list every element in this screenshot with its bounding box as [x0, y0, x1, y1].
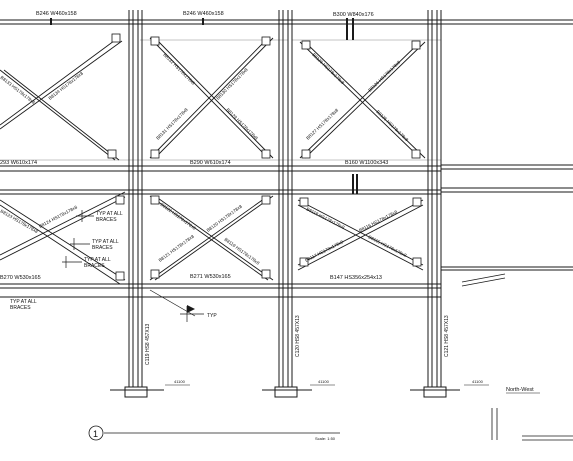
- beam-labels: B246 W460x158 B246 W460x158 B300 W840x17…: [0, 11, 388, 281]
- note-typ-line1: TYP AT ALL: [84, 257, 111, 263]
- beam-label-mid-2: B290 W610x174: [190, 160, 231, 166]
- brace-label: B8133 HS178x178x8: [0, 75, 36, 105]
- base-plates: [110, 386, 460, 398]
- note-typ: TYP: [207, 313, 217, 319]
- elevation-label: 41100: [318, 379, 330, 384]
- beam-label-mid-1: 293 W610x174: [0, 160, 37, 166]
- column-label-1: C119 HS8 457X13: [145, 323, 151, 365]
- notes: TYP AT ALL BRACES TYP AT ALL BRACES TYP …: [10, 211, 217, 319]
- brace-label: B8125 HS178x178x8: [375, 109, 409, 142]
- brace-label: B8132 HS178x178x8: [162, 52, 196, 86]
- brace-label: B8120 HS178x178x8: [206, 203, 244, 232]
- beam-stiffeners: [50, 18, 358, 194]
- beam-label-top-2: B246 W460x158: [183, 11, 224, 17]
- view-scale: Scale: 1:50: [315, 436, 336, 441]
- view-number: 1: [93, 429, 98, 439]
- beam-label-low-2: B271 W530x165: [190, 274, 231, 280]
- beam-label-low-3: B147 HS356x254x13: [330, 275, 382, 281]
- brace-label: B8128 HS178x178x8: [311, 52, 345, 85]
- column-label-3: C121 HS8 457X13: [444, 315, 450, 357]
- note-typ-line2: BRACES: [84, 263, 105, 269]
- column-labels: C119 HS8 457X13 C120 HS8 457X13 C121 HS8…: [145, 315, 450, 365]
- beam-lines: [0, 19, 573, 298]
- brace-label: B8117 HS178x178x8: [304, 239, 344, 263]
- lower-brace-labels: B8124 HS178x178x8 B8123 HS178x178x8 B812…: [0, 202, 408, 266]
- brace-label: B8118 HS178x178x8: [306, 206, 346, 230]
- beam-label-mid-3: B160 W1100x343: [345, 160, 388, 166]
- note-typ-line2: BRACES: [10, 305, 31, 311]
- brace-label: B8129 HS178x178x8: [225, 107, 259, 141]
- beam-label-low-1: B270 W530x165: [0, 275, 41, 281]
- upper-braces: [0, 37, 426, 161]
- right-side-details: [461, 273, 573, 441]
- note-typ-line1: TYP AT ALL: [10, 299, 37, 305]
- columns: [128, 10, 442, 395]
- brace-label: B8126 HS178x178x8: [367, 59, 401, 92]
- lower-braces: [0, 191, 424, 285]
- view-number-circle: [88, 425, 104, 441]
- elevation-label: 41100: [174, 379, 186, 384]
- upper-brace-labels: B8134 HS178x178x8 B8133 HS178x178x8 B813…: [0, 52, 410, 142]
- brace-label: B8115 HS178x178x8: [368, 234, 408, 258]
- connection-plates: [107, 33, 422, 281]
- flag-marker: [187, 305, 195, 313]
- beam-label-top-1: B246 W460x158: [36, 11, 77, 17]
- note-typ-line1: TYP AT ALL: [92, 239, 119, 245]
- column-label-2: C120 HS8 457X13: [295, 315, 301, 357]
- brace-label: B8130 HS178x178x8: [215, 67, 249, 101]
- view-title: North-West: [506, 387, 534, 393]
- note-typ-line2: BRACES: [96, 217, 117, 223]
- brace-label: B8122 HS178x178x8: [159, 202, 197, 231]
- view-title-block: 1 Scale: 1:50 North-West: [88, 387, 540, 441]
- beam-label-top-3: B300 W840x176: [333, 12, 374, 18]
- elevation-markers: 41100 41100 41100: [165, 379, 489, 386]
- note-typ-line1: TYP AT ALL: [96, 211, 123, 217]
- elevation-label: 41100: [472, 379, 484, 384]
- note-typ-line2: BRACES: [92, 245, 113, 251]
- brace-label: B8121 HS178x178x8: [158, 233, 196, 262]
